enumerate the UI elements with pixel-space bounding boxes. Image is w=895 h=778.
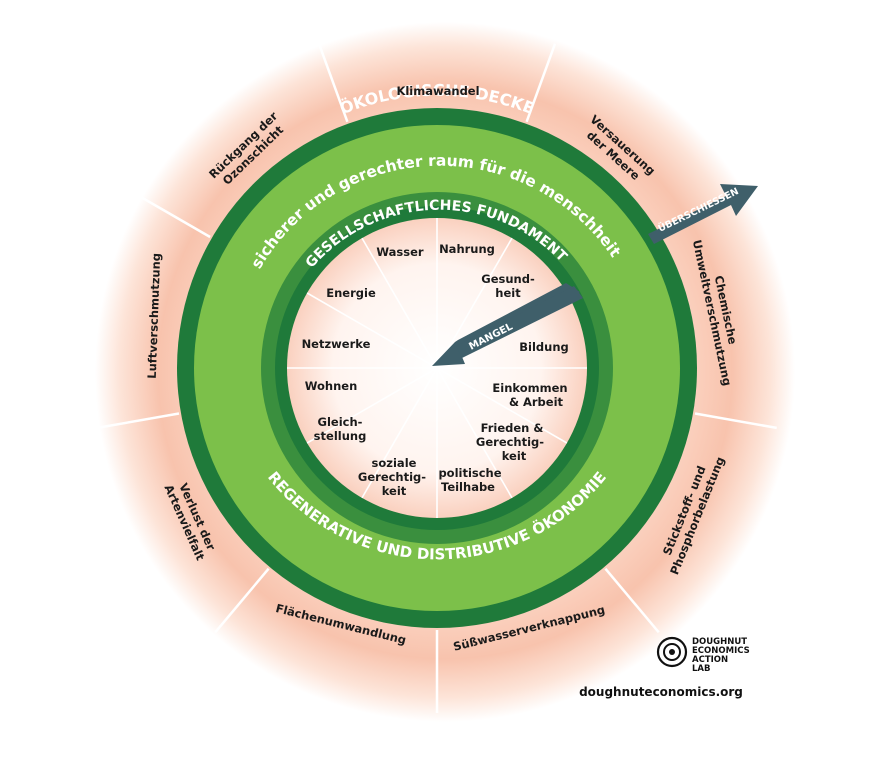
foundation-divider-line xyxy=(436,367,513,499)
ceiling-divider-line xyxy=(97,412,180,430)
logo-line1: DOUGHNUT xyxy=(692,637,747,647)
label-politische-2: Teilhabe xyxy=(441,480,495,494)
ceiling-divider-line xyxy=(604,567,660,634)
ceiling-divider-line xyxy=(137,194,211,239)
label-frieden-1: Frieden & xyxy=(481,421,544,435)
label-soziale-1: soziale xyxy=(372,456,417,470)
ceiling-divider-line xyxy=(525,43,557,123)
logo-url: doughnuteconomics.org xyxy=(579,685,743,699)
label-einkommen-2: & Arbeit xyxy=(509,395,564,409)
foundation-divider-line xyxy=(361,237,438,369)
logo-line4: LAB xyxy=(692,664,710,674)
logo-line3: ACTION xyxy=(692,655,728,665)
label-gesundheit-1: Gesund- xyxy=(481,272,535,286)
logo-dot xyxy=(669,649,675,655)
label-gesundheit-2: heit xyxy=(495,286,521,300)
label-einkommen-1: Einkommen xyxy=(492,381,567,395)
label-gleichstellung-1: Gleich- xyxy=(318,415,363,429)
label-luft: Luftverschmutzung xyxy=(145,253,163,379)
label-energie: Energie xyxy=(326,286,376,300)
logo-ring-outer xyxy=(656,636,688,668)
label-gleichstellung-2: stellung xyxy=(314,429,367,443)
label-klimawandel: Klimawandel xyxy=(396,84,479,98)
label-politische-1: politische xyxy=(438,466,501,480)
foundation-divider-line xyxy=(436,367,568,444)
label-frieden-3: keit xyxy=(502,449,527,463)
foundation-divider-line xyxy=(306,367,438,444)
ceiling-divider-line xyxy=(214,567,270,634)
label-soziale-2: Gerechtig- xyxy=(358,470,426,484)
label-wohnen: Wohnen xyxy=(305,379,358,393)
ceiling-divider-line xyxy=(694,412,777,430)
foundation-labels: Wasser Nahrung Gesund- heit Bildung Eink… xyxy=(302,242,569,498)
foundation-divider-line xyxy=(436,237,513,369)
logo-line2: ECONOMICS xyxy=(692,646,750,656)
label-netzwerke: Netzwerke xyxy=(302,337,371,351)
logo-ring-mid xyxy=(663,643,681,661)
label-bildung: Bildung xyxy=(519,340,569,354)
label-wasser: Wasser xyxy=(376,245,424,259)
foundation-divider-line xyxy=(306,292,438,369)
label-nahrung: Nahrung xyxy=(439,242,495,256)
dea-logo: DOUGHNUT ECONOMICS ACTION LAB doughnutec… xyxy=(579,636,750,699)
ceiling-divider-line xyxy=(317,43,349,123)
foundation-divider-line xyxy=(361,367,438,499)
label-soziale-3: keit xyxy=(382,484,407,498)
label-frieden-2: Gerechtig- xyxy=(476,435,544,449)
